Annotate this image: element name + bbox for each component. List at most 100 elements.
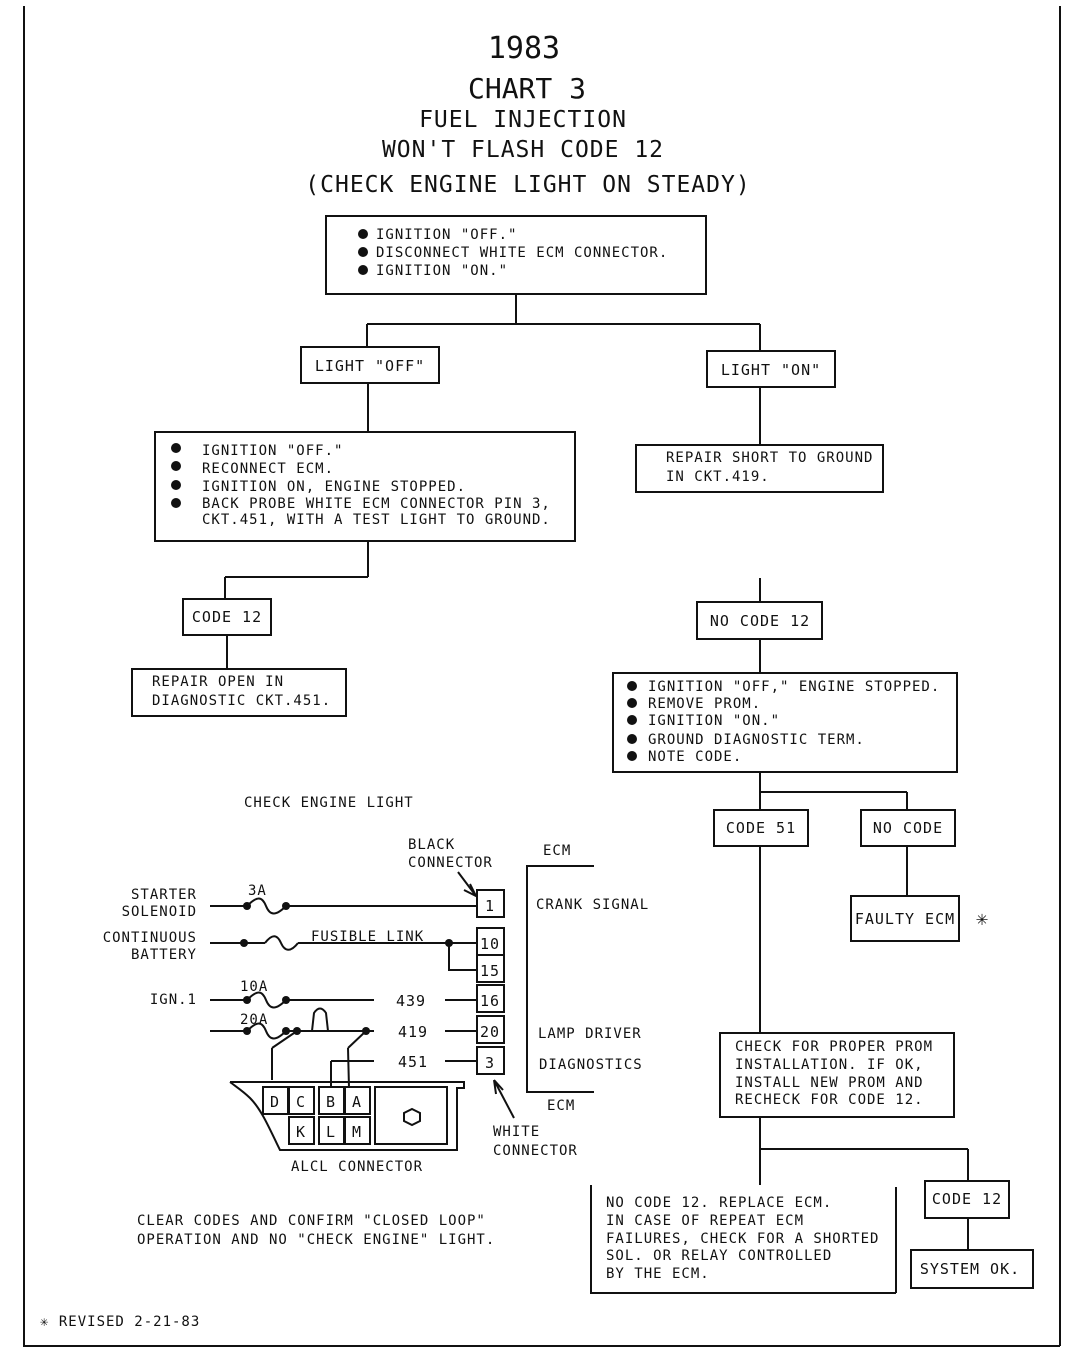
no-code12-label: NO CODE 12 xyxy=(710,612,810,630)
white-connector-arrow xyxy=(493,1079,515,1119)
alcl-key xyxy=(374,1086,448,1145)
starter-label: SOLENOID xyxy=(122,904,197,920)
alcl-pin xyxy=(288,1086,315,1115)
pin-number: 20 xyxy=(480,1023,500,1041)
pin-box xyxy=(476,889,505,918)
bullet xyxy=(171,443,181,453)
wire xyxy=(271,1030,367,1089)
white-connector-label: CONNECTOR xyxy=(493,1143,578,1159)
pin-number: 3 xyxy=(485,1054,495,1072)
connector-line xyxy=(367,383,761,445)
alcl-pin xyxy=(262,1086,289,1115)
chart-title: WON'T FLASH CODE 12 xyxy=(382,137,664,163)
pin-number: 1 xyxy=(485,897,495,915)
pin-number: 15 xyxy=(480,962,500,980)
no-code-label: NO CODE xyxy=(873,819,943,837)
step1-item: IGNITION "ON." xyxy=(376,263,508,279)
black-connector-label: CONNECTOR xyxy=(408,855,493,871)
connector-line xyxy=(224,541,369,599)
pin-box xyxy=(476,1015,505,1044)
step2-item: IGNITION ON, ENGINE STOPPED. xyxy=(202,479,466,495)
lamp-driver-label: LAMP DRIVER xyxy=(538,1026,642,1042)
pin-number: 16 xyxy=(480,992,500,1010)
wire xyxy=(330,1060,477,1088)
code51-box xyxy=(713,809,809,847)
faulty-ecm-label: FAULTY ECM xyxy=(855,910,955,928)
schematic-heading: CHECK ENGINE LIGHT xyxy=(244,795,414,811)
black-connector-label: BLACK xyxy=(408,837,455,853)
code51-label: CODE 51 xyxy=(726,819,796,837)
chart-condition: (CHECK ENGINE LIGHT ON STEADY) xyxy=(305,172,750,198)
step2-continuation: CKT.451, WITH A TEST LIGHT TO GROUND. xyxy=(202,512,551,528)
fuse-20a-icon xyxy=(246,1022,287,1040)
fuse-20a-label: 20A xyxy=(240,1012,268,1028)
connector-line xyxy=(759,1117,969,1185)
no-code-box xyxy=(860,809,956,847)
step3-item: IGNITION "OFF," ENGINE STOPPED. xyxy=(648,679,940,695)
alcl-pin xyxy=(318,1086,345,1115)
revision-asterisk-icon: ✳ xyxy=(976,906,988,930)
black-connector-arrow xyxy=(457,871,479,899)
faulty-ecm-box xyxy=(850,895,960,942)
bullet xyxy=(627,715,637,725)
light-on-label: LIGHT "ON" xyxy=(721,361,821,379)
wire-451-label: 451 xyxy=(398,1053,428,1071)
fuse-10a-icon xyxy=(246,991,287,1009)
alcl-pin xyxy=(288,1116,315,1145)
ecm-top-label: ECM xyxy=(543,843,571,859)
bullet xyxy=(627,698,637,708)
replace-ecm-line: IN CASE OF REPEAT ECM xyxy=(606,1213,804,1229)
code12-left-box xyxy=(182,598,272,636)
bullet xyxy=(627,734,637,744)
ign-label: IGN.1 xyxy=(150,992,197,1008)
page-border xyxy=(23,6,1061,1347)
no-code12-box xyxy=(696,601,823,640)
repair-short-box xyxy=(635,444,884,493)
step2-item: RECONNECT ECM. xyxy=(202,461,334,477)
connector-line xyxy=(759,846,908,1033)
step1-item: DISCONNECT WHITE ECM CONNECTOR. xyxy=(376,245,668,261)
bullet xyxy=(358,265,368,275)
chart-number: CHART 3 xyxy=(468,72,586,105)
check-prom-line: RECHECK FOR CODE 12. xyxy=(735,1092,924,1108)
code12-left-label: CODE 12 xyxy=(192,608,262,626)
system-ok-box xyxy=(910,1249,1034,1289)
clear-codes-note: CLEAR CODES AND CONFIRM "CLOSED LOOP" xyxy=(137,1213,486,1229)
step3-item: REMOVE PROM. xyxy=(648,696,761,712)
alcl-connector-label: ALCL CONNECTOR xyxy=(291,1159,423,1175)
bullet xyxy=(358,247,368,257)
bullet xyxy=(171,480,181,490)
starter-label: STARTER xyxy=(131,887,197,903)
battery-label: CONTINUOUS xyxy=(103,930,197,946)
replace-ecm-box xyxy=(590,1185,897,1294)
repair-short-line: IN CKT.419. xyxy=(666,469,770,485)
check-prom-line: INSTALL NEW PROM AND xyxy=(735,1075,924,1091)
chart-subtitle: FUEL INJECTION xyxy=(419,107,627,133)
fuse-3a-label: 3A xyxy=(248,883,267,899)
light-off-label: LIGHT "OFF" xyxy=(315,357,425,375)
code12-right-box xyxy=(924,1180,1010,1219)
step1-item: IGNITION "OFF." xyxy=(376,227,517,243)
light-off-box xyxy=(300,346,440,384)
connector-line xyxy=(759,772,908,810)
alcl-pin-letter: A xyxy=(352,1093,362,1111)
pin-box xyxy=(476,954,505,983)
battery-label: BATTERY xyxy=(131,947,197,963)
alcl-pin xyxy=(344,1116,371,1145)
repair-short-line: REPAIR SHORT TO GROUND xyxy=(666,450,873,466)
alcl-pin-letter: C xyxy=(296,1093,306,1111)
replace-ecm-line: NO CODE 12. REPLACE ECM. xyxy=(606,1195,832,1211)
diagnostics-label: DIAGNOSTICS xyxy=(539,1057,643,1073)
ecm-outline xyxy=(526,865,594,1093)
check-prom-line: INSTALLATION. IF OK, xyxy=(735,1057,924,1073)
step3-item: NOTE CODE. xyxy=(648,749,742,765)
connector-line xyxy=(366,294,761,350)
code12-right-label: CODE 12 xyxy=(932,1190,1002,1208)
replace-ecm-line: FAILURES, CHECK FOR A SHORTED xyxy=(606,1231,879,1247)
alcl-pin-letter: B xyxy=(326,1093,336,1111)
alcl-pin xyxy=(344,1086,371,1115)
check-prom-box xyxy=(719,1032,955,1118)
check-engine-bulb-icon xyxy=(311,1007,329,1032)
crank-signal-label: CRANK SIGNAL xyxy=(536,897,649,913)
bullet xyxy=(358,229,368,239)
